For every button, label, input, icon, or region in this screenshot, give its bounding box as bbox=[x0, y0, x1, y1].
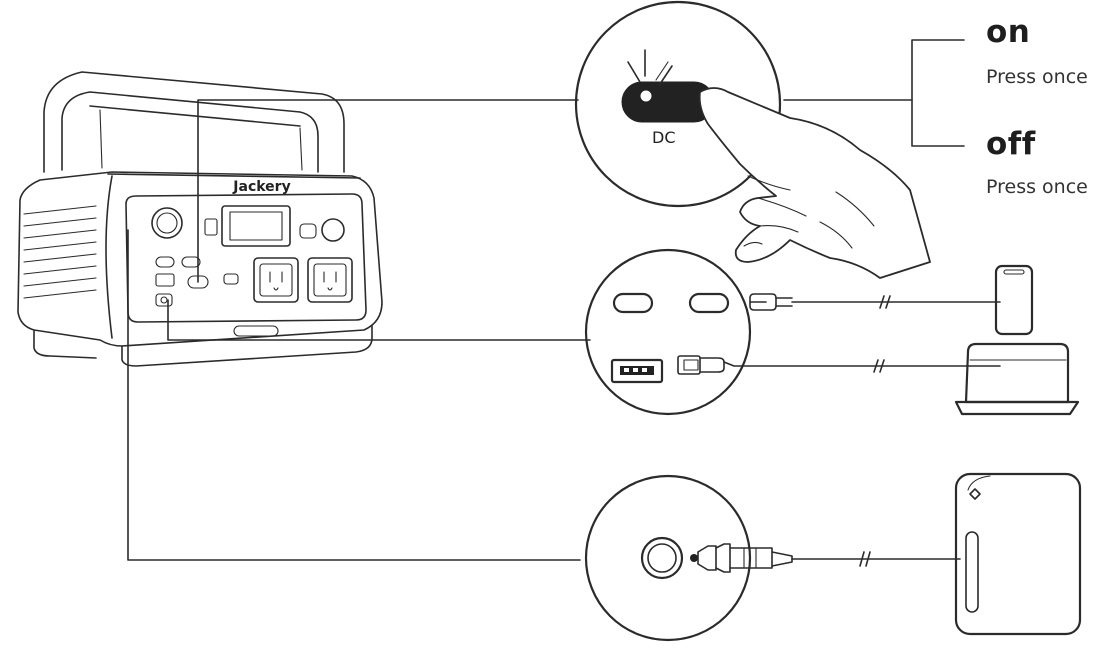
smartphone-icon bbox=[994, 264, 1034, 336]
front-panel bbox=[125, 193, 367, 337]
ac-outlet-2 bbox=[307, 257, 353, 303]
ac-button[interactable] bbox=[299, 223, 317, 239]
dc-led-indicator bbox=[640, 90, 652, 102]
power-station: Jackery bbox=[17, 71, 383, 367]
usb-c-port-enlarged-1 bbox=[612, 292, 654, 314]
usb-ports-detail bbox=[584, 248, 1001, 416]
usb-c-port-1 bbox=[155, 256, 175, 268]
lcd-display bbox=[221, 205, 291, 247]
mini-fridge-icon bbox=[954, 472, 1082, 636]
on-press-hint: Press once bbox=[986, 66, 1088, 88]
car-port-detail bbox=[584, 474, 961, 642]
station-body bbox=[17, 171, 383, 367]
car-socket-enlarged bbox=[640, 536, 684, 580]
off-press-hint: Press once bbox=[986, 176, 1088, 198]
usb-a-port-small bbox=[155, 273, 175, 287]
usb-c-port-enlarged-2 bbox=[688, 292, 730, 314]
off-state-label: off bbox=[986, 126, 1036, 162]
fridge-handle bbox=[965, 531, 979, 613]
on-off-bracket bbox=[783, 39, 965, 147]
ac-outlet-1 bbox=[253, 257, 299, 303]
dc-button-detail bbox=[574, 0, 782, 208]
main-power-button[interactable] bbox=[151, 207, 183, 239]
usb-c-port-2 bbox=[181, 256, 201, 268]
car-port-small bbox=[155, 293, 173, 307]
connector-lines bbox=[127, 99, 591, 561]
brand-label: Jackery bbox=[232, 179, 290, 195]
car-plug bbox=[690, 543, 961, 573]
appliance-icon bbox=[954, 342, 1080, 416]
dc-button-label: DC bbox=[652, 128, 676, 147]
finger-press-icon bbox=[698, 87, 931, 279]
side-vent-grille bbox=[23, 205, 97, 299]
usb-a-port-enlarged bbox=[610, 358, 664, 384]
light-button[interactable] bbox=[321, 218, 345, 242]
on-state-label: on bbox=[986, 14, 1031, 50]
carry-handle bbox=[43, 71, 345, 173]
